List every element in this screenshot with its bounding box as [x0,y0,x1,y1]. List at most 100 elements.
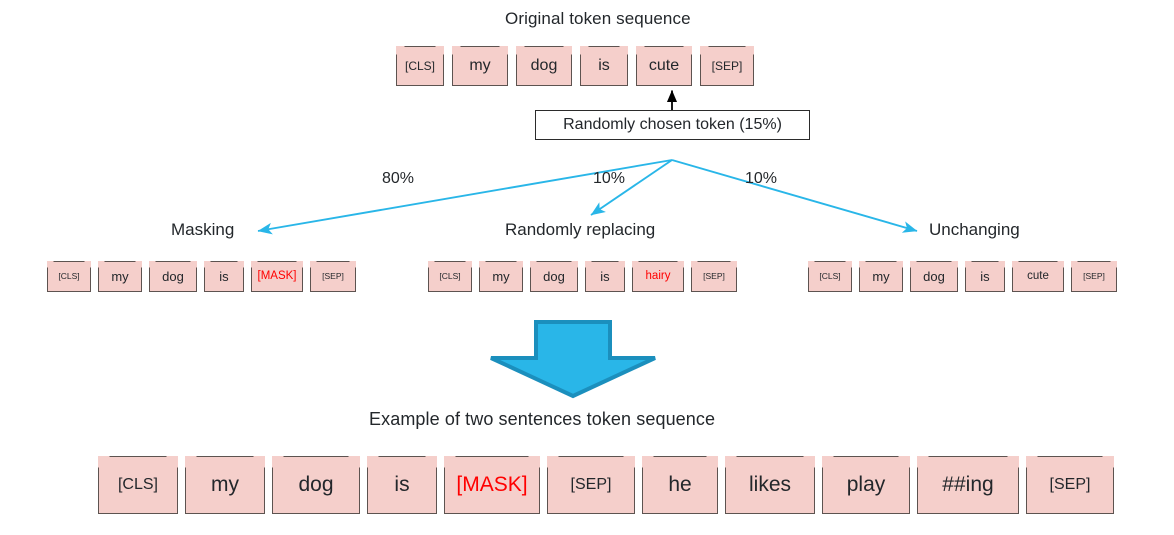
token-chip-shape [585,261,625,292]
token-label: [SEP] [711,58,743,73]
token-chip-shape [725,456,815,514]
token-chip: [SEP] [700,46,754,86]
token-chip-shape [516,46,572,86]
branch-arrow-unchanging [671,159,918,233]
branch-label-masking: Masking [171,220,235,239]
token-chip: [SEP] [1071,261,1117,292]
token-chip-shape [204,261,244,292]
token-label: dog [923,268,945,284]
token-chip: my [452,46,508,86]
token-chip-shape [98,456,178,514]
token-chip: dog [530,261,578,292]
token-chip-shape [632,261,684,292]
token-label: my [469,56,491,74]
token-chip-shape [47,261,91,292]
token-chip-shape [272,456,360,514]
token-chip: play [822,456,910,514]
token-chip-shape [428,261,472,292]
token-label: my [492,268,510,284]
token-label: he [668,472,692,496]
token-label: is [394,472,410,496]
token-label: dog [298,472,334,496]
token-label: dog [543,268,565,284]
token-chip-shape [452,46,508,86]
token-chip-shape [479,261,523,292]
token-chip: dog [272,456,360,514]
token-label: my [111,268,129,284]
token-chip: likes [725,456,815,514]
masking-token-sequence: [CLS] my dog is [MASK] [SEP] [47,261,356,292]
token-chip-shape [98,261,142,292]
token-chip: is [580,46,628,86]
token-chip-shape [396,46,444,86]
token-chip-shape [367,456,437,514]
branch-pct-randomly-replacing: 10% [593,170,626,187]
token-chip: [MASK] [444,456,540,514]
token-chip-shape [547,456,635,514]
token-chip: [CLS] [808,261,852,292]
token-chip: dog [910,261,958,292]
token-label: my [872,268,890,284]
token-chip-shape [808,261,852,292]
token-label: [SEP] [322,271,344,281]
token-chip-shape [700,46,754,86]
token-label: hairy [645,270,671,282]
token-label: [CLS] [404,58,435,73]
token-chip: [CLS] [396,46,444,86]
branch-label-randomly-replacing: Randomly replacing [505,220,656,239]
token-label: play [846,472,886,496]
token-chip: my [185,456,265,514]
original-token-sequence: [CLS] my dog is cute [SEP] [396,46,754,86]
token-chip: [SEP] [1026,456,1114,514]
token-label: dog [530,56,558,74]
two-sentences-token-sequence: [CLS]my dog is [MASK] [SEP] he likes play ##ing [… [98,456,1114,514]
token-label: is [598,56,610,74]
token-chip-shape [310,261,356,292]
token-label: is [600,268,610,284]
token-chip-shape [149,261,197,292]
token-chip-shape [910,261,958,292]
token-label: [SEP] [1083,271,1105,281]
token-chip: cute [636,46,692,86]
token-chip-shape [530,261,578,292]
branch-pct-unchanging: 10% [745,170,778,187]
token-chip: dog [516,46,572,86]
token-chip: [CLS] [47,261,91,292]
token-chip: [CLS] [428,261,472,292]
token-chip-shape [822,456,910,514]
token-label: [CLS] [58,271,80,281]
token-chip-shape [1012,261,1064,292]
token-chip-shape [965,261,1005,292]
token-chip: [CLS] [98,456,178,514]
token-chip: my [98,261,142,292]
token-label: cute [648,56,680,74]
token-label: likes [748,472,791,496]
token-chip: is [204,261,244,292]
token-chip-shape [859,261,903,292]
token-chip: [SEP] [310,261,356,292]
token-chip-shape [917,456,1019,514]
two-sentences-title: Example of two sentences token sequence [369,409,716,429]
token-chip: ##ing [917,456,1019,514]
token-chip-shape [251,261,303,292]
token-label: dog [162,268,184,284]
token-chip: he [642,456,718,514]
token-chip-shape [444,456,540,514]
token-chip: [MASK] [251,261,303,292]
token-label: ##ing [942,472,994,496]
branch-label-unchanging: Unchanging [929,220,1020,239]
token-label: [MASK] [257,270,297,282]
branch-pct-masking: 80% [382,170,415,187]
token-chip: is [585,261,625,292]
token-chip: [SEP] [691,261,737,292]
randomly-replacing-token-sequence: [CLS] my dog is hairy [SEP] [428,261,737,292]
token-label: [SEP] [1049,475,1091,493]
token-label: is [219,268,229,284]
token-chip: hairy [632,261,684,292]
token-chip-shape [642,456,718,514]
token-label: [SEP] [570,475,612,493]
randomly-chosen-token-callout: Randomly chosen token (15%) [535,110,810,140]
original-sequence-title: Original token sequence [505,9,691,28]
